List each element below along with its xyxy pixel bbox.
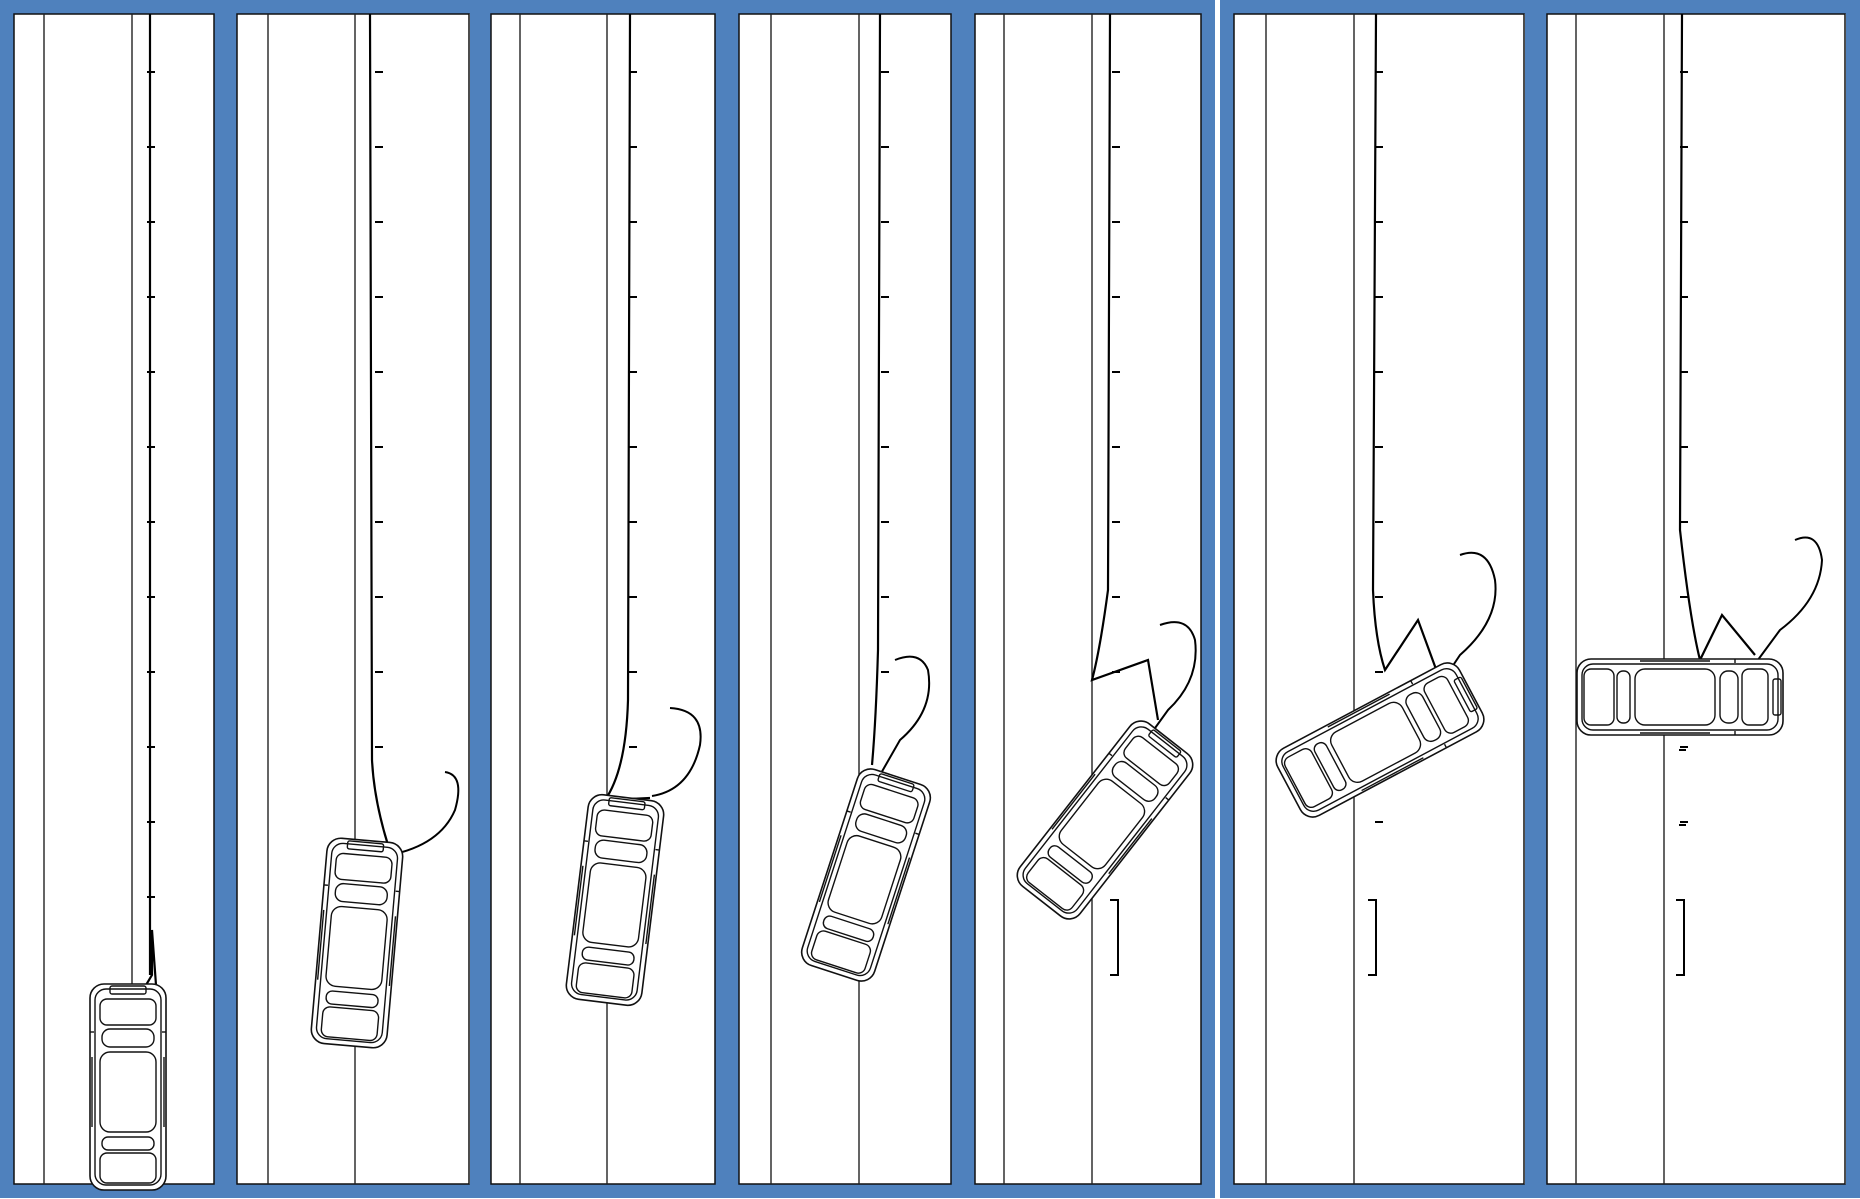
panel-7: [1533, 0, 1860, 1198]
anchor-hook-icon: [1149, 621, 1197, 736]
anchor-hook-icon: [651, 707, 702, 797]
stop-bracket-icon: [1676, 899, 1685, 976]
distance-markers: [1112, 71, 1120, 673]
panel-5: [961, 0, 1215, 1198]
vehicle-icon: [1576, 658, 1784, 736]
anchor-hook-icon: [1751, 536, 1824, 669]
vehicle-icon: [89, 983, 167, 1191]
anchor-hook-icon: [879, 655, 931, 776]
anchor-hook-icon: [389, 771, 460, 856]
tow-line: [368, 13, 390, 846]
tow-line: [870, 13, 882, 766]
stop-bracket-icon: [1368, 899, 1377, 976]
distance-markers: [375, 71, 383, 748]
distance-markers: [1680, 71, 1688, 823]
panel-4: [725, 0, 965, 1198]
distance-markers: [147, 71, 155, 898]
stop-bracket-icon: [1110, 899, 1119, 976]
distance-markers: [629, 71, 637, 748]
tow-line: [1090, 13, 1160, 721]
panel-1: [0, 0, 228, 1198]
panel-6: [1220, 0, 1539, 1198]
distance-markers: [881, 71, 889, 673]
anchor-hook-icon: [1437, 551, 1497, 689]
panel-3: [477, 0, 729, 1198]
panel-2: [223, 0, 484, 1198]
tow-line: [1371, 13, 1442, 681]
